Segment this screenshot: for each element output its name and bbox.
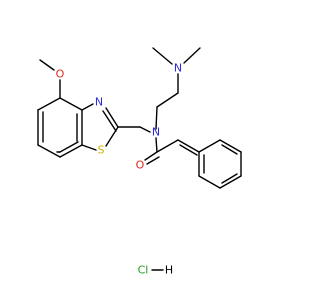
bond xyxy=(59,141,79,153)
propyl-chain xyxy=(139,92,179,133)
bond xyxy=(198,139,221,153)
bond xyxy=(183,47,201,64)
thiazole-sulfur-label: S xyxy=(98,144,105,157)
bond xyxy=(179,144,198,156)
cinnamoyl-group xyxy=(144,137,242,189)
chemical-structure: N N N S O O Cl H xyxy=(37,47,242,277)
amide-nitrogen-label: N xyxy=(152,126,160,139)
bond xyxy=(177,139,200,153)
bond xyxy=(146,156,160,165)
amine-nitrogen-label: N xyxy=(174,62,182,75)
methoxy-oxygen-label: O xyxy=(56,68,65,81)
bond xyxy=(144,151,158,161)
bond xyxy=(37,97,61,111)
bond xyxy=(39,59,55,71)
bond xyxy=(198,175,221,189)
bond xyxy=(105,126,119,147)
bond xyxy=(102,110,117,132)
dimethylamino-group xyxy=(152,47,201,94)
bond xyxy=(219,139,242,153)
bond xyxy=(37,144,61,158)
bond xyxy=(219,175,242,189)
bond xyxy=(156,139,179,153)
atom-labels: N N N S O O xyxy=(56,62,182,172)
bond xyxy=(59,97,83,111)
bond xyxy=(139,126,151,133)
bond xyxy=(221,173,238,184)
carbonyl-oxygen-label: O xyxy=(136,159,145,172)
bond xyxy=(221,144,238,155)
bond xyxy=(81,103,94,111)
bond xyxy=(59,144,83,158)
benzothiazole-ring xyxy=(37,59,141,158)
bond xyxy=(155,137,158,153)
bond xyxy=(105,107,119,128)
bond xyxy=(152,47,173,65)
chlorine-label: Cl xyxy=(138,264,149,277)
hydrochloride-salt: Cl H xyxy=(138,264,174,277)
bond xyxy=(81,144,97,151)
thiazole-nitrogen-label: N xyxy=(95,96,103,109)
bond xyxy=(155,106,158,130)
hydrogen-label: H xyxy=(165,264,173,277)
bond xyxy=(156,92,179,108)
